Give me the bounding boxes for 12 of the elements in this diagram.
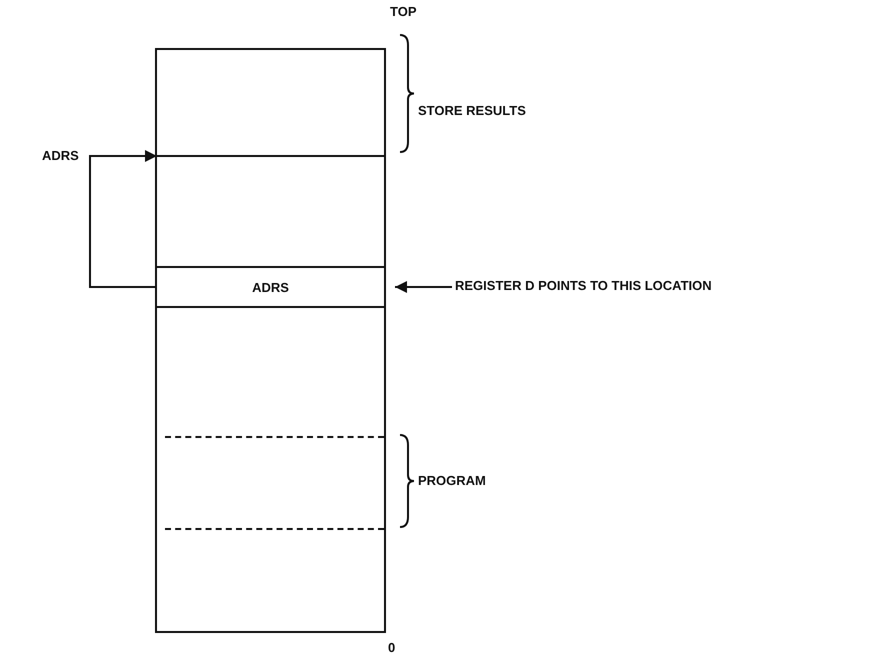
edge-label: ADRS bbox=[42, 148, 79, 163]
region-label: STORE RESULTS bbox=[418, 103, 526, 118]
cell-label: ADRS bbox=[252, 280, 289, 294]
arrow bbox=[395, 281, 452, 293]
memory-cell bbox=[157, 266, 384, 308]
address-label: 0 bbox=[388, 640, 396, 655]
memory-region bbox=[165, 436, 384, 530]
address-label: TOP bbox=[390, 4, 416, 19]
region-label: PROGRAM bbox=[418, 473, 486, 488]
arrow bbox=[89, 150, 157, 288]
annotation-text: REGISTER D POINTS TO THIS LOCATION bbox=[455, 276, 712, 294]
memory-column bbox=[155, 48, 386, 633]
